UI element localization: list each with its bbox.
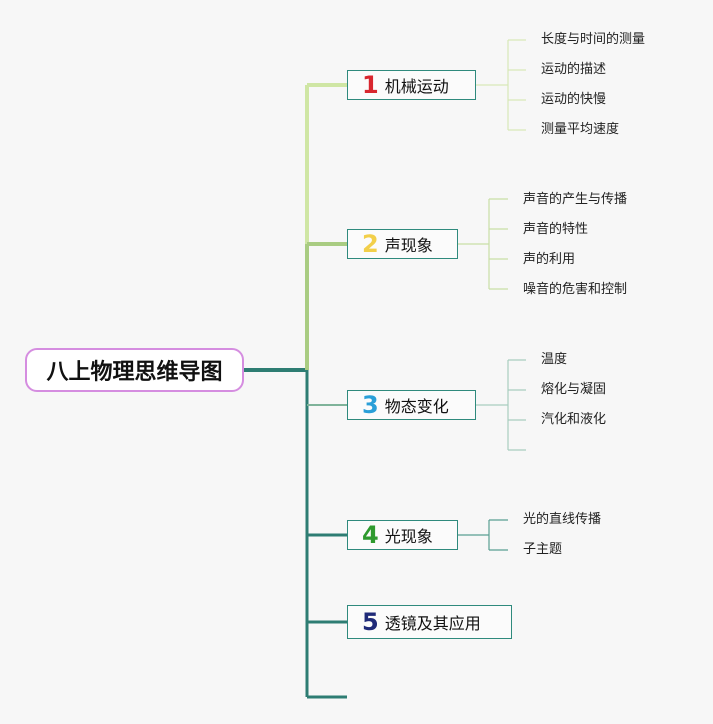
topic-number-3: 3 — [362, 391, 379, 419]
topic-number-5: 5 — [362, 608, 379, 636]
subtopic-2-2[interactable]: 声音的特性 — [523, 222, 589, 237]
subtopic-4-2[interactable]: 子主题 — [523, 542, 563, 557]
subtopic-2-4[interactable]: 噪音的危害和控制 — [523, 282, 628, 297]
subtopic-1-4[interactable]: 测量平均速度 — [541, 122, 620, 137]
topic-node-5[interactable]: 5 透镜及其应用 — [347, 605, 512, 639]
topic-node-3[interactable]: 3 物态变化 — [347, 390, 476, 420]
subtopic-1-2[interactable]: 运动的描述 — [541, 62, 607, 77]
subtopic-2-1[interactable]: 声音的产生与传播 — [523, 192, 628, 207]
subtopic-3-2[interactable]: 熔化与凝固 — [541, 382, 607, 397]
subtopic-1-3[interactable]: 运动的快慢 — [541, 92, 607, 107]
topic-label-2: 声现象 — [384, 236, 433, 255]
topic-number-4: 4 — [362, 521, 379, 549]
subtopic-2-3[interactable]: 声的利用 — [523, 252, 576, 267]
topic-number-2: 2 — [362, 230, 379, 258]
topic-label-4: 光现象 — [384, 527, 433, 546]
topic-node-4[interactable]: 4 光现象 — [347, 520, 458, 550]
topic-node-2[interactable]: 2 声现象 — [347, 229, 458, 259]
topic-label-3: 物态变化 — [384, 397, 449, 416]
topic-label-5: 透镜及其应用 — [384, 614, 481, 633]
topic-node-1[interactable]: 1 机械运动 — [347, 70, 476, 100]
subtopic-1-1[interactable]: 长度与时间的测量 — [541, 32, 646, 47]
topic-label-1: 机械运动 — [384, 77, 449, 96]
topic-number-1: 1 — [362, 71, 379, 99]
subtopic-3-1[interactable]: 温度 — [541, 352, 568, 367]
subtopic-3-3[interactable]: 汽化和液化 — [541, 412, 607, 427]
root-label: 八上物理思维导图 — [46, 360, 223, 385]
subtopic-4-1[interactable]: 光的直线传播 — [523, 512, 602, 527]
root-node[interactable]: 八上物理思维导图 — [25, 348, 244, 392]
